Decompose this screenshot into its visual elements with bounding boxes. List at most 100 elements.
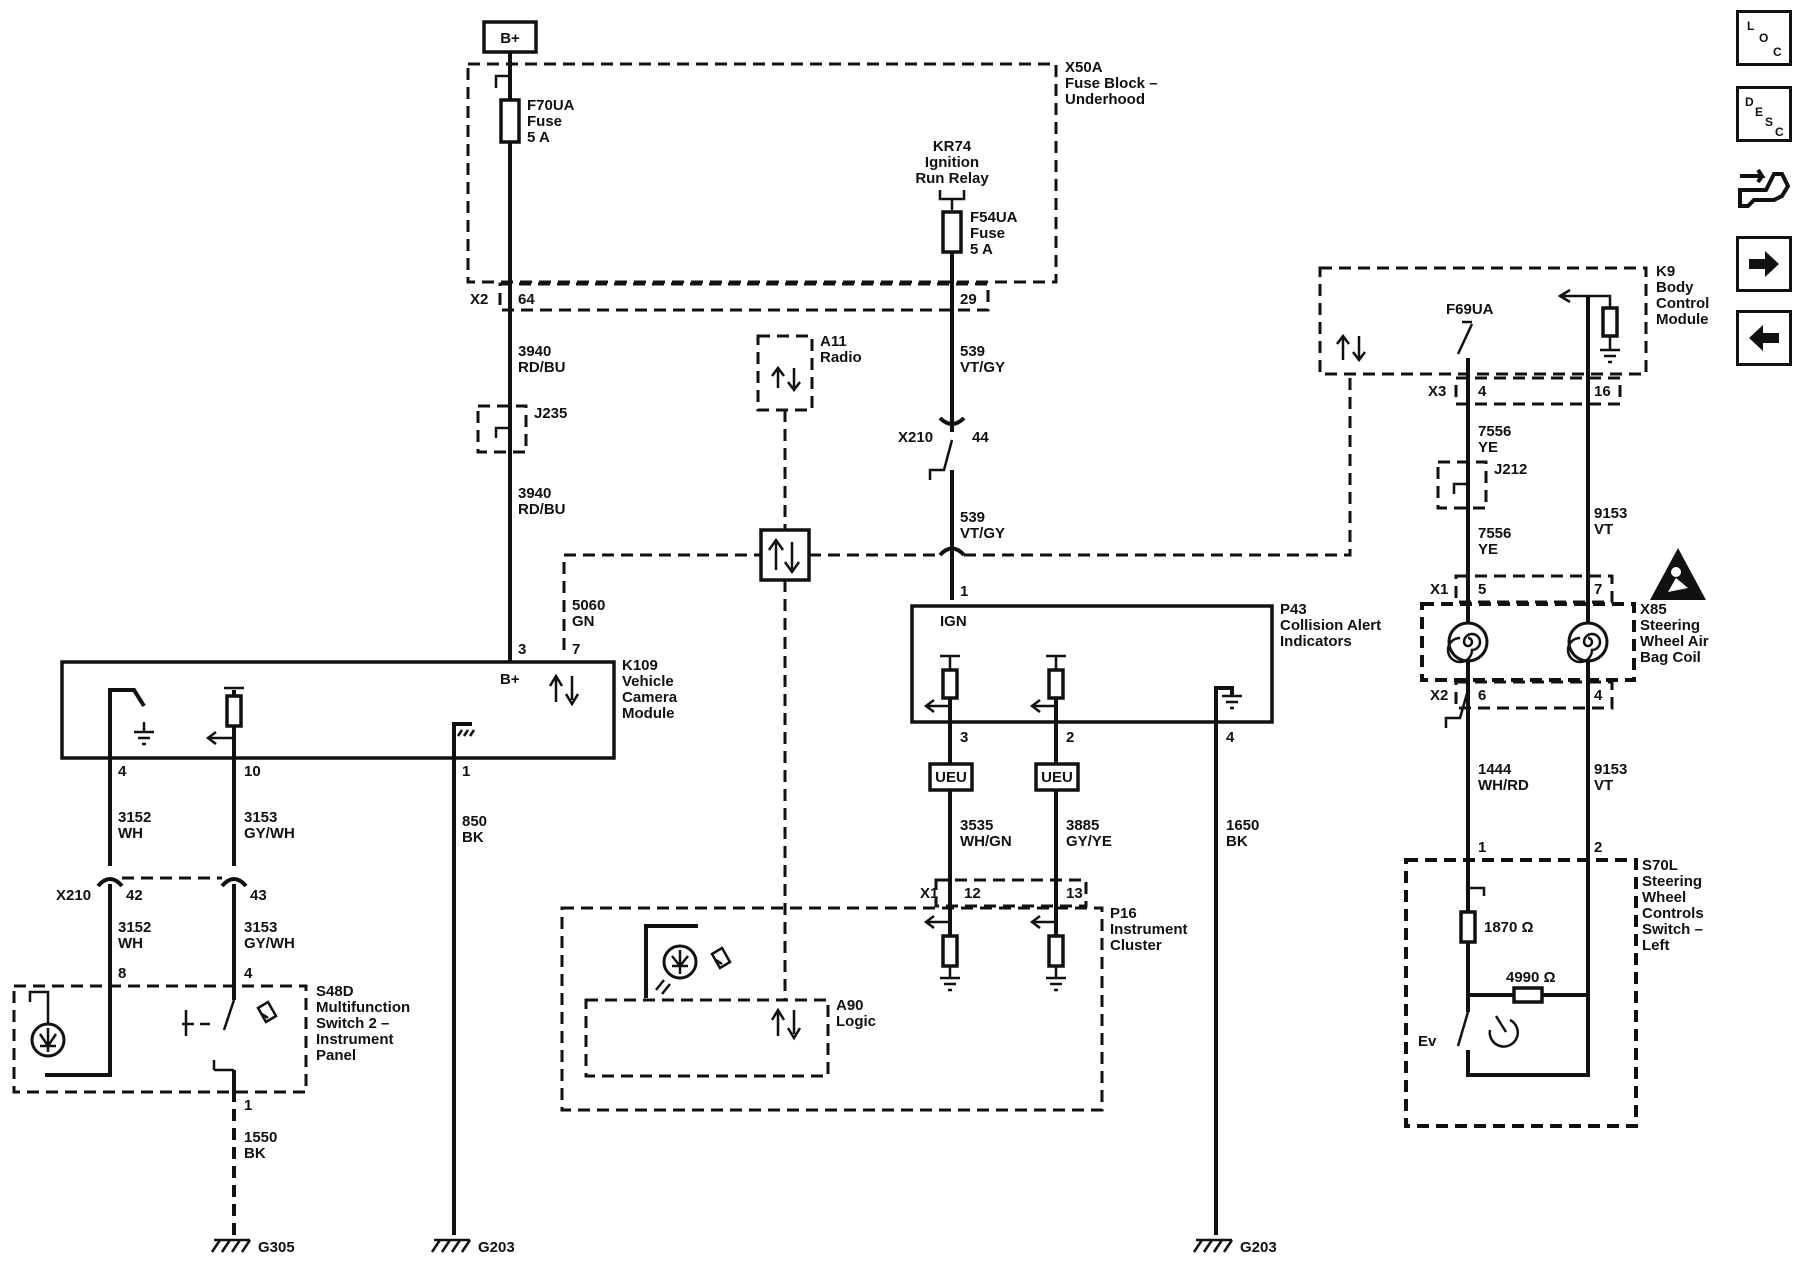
ueu-box-b xyxy=(1034,762,1080,792)
connector-view-button[interactable] xyxy=(1736,160,1792,216)
wire-9153b-num: 9153 xyxy=(1594,761,1627,778)
f54ua-label-2: Fuse xyxy=(970,225,1005,242)
connector-x2-strip xyxy=(498,282,990,312)
wire-7556a-color: YE xyxy=(1478,439,1498,456)
s70l-terminal xyxy=(1468,886,1486,896)
wire-7556b-num: 7556 xyxy=(1478,525,1511,542)
splice-j212-terminal xyxy=(1452,482,1468,494)
f69ua-label: F69UA xyxy=(1446,301,1494,318)
wire-539a-color: VT/GY xyxy=(960,359,1005,376)
x1-right-pin-b: 7 xyxy=(1594,581,1602,598)
airbag-warning-icon-body xyxy=(1668,578,1688,592)
p16-resistor-a xyxy=(941,934,959,968)
p16-ground-a xyxy=(940,966,960,992)
ground-g203a-label: G203 xyxy=(478,1239,515,1256)
wire-3885-color: GY/YE xyxy=(1066,833,1112,850)
k9-label-2: Body xyxy=(1656,279,1694,296)
x85-label: X85 xyxy=(1640,601,1667,618)
s70l-switch-lever xyxy=(1456,1011,1470,1047)
location-view-button[interactable]: L O C xyxy=(1736,10,1792,66)
s48d-camera-icon xyxy=(256,1000,278,1024)
previous-page-button[interactable] xyxy=(1736,310,1792,366)
x1-p16-pin-a: 12 xyxy=(964,885,981,902)
wire-3152a-num: 3152 xyxy=(118,809,151,826)
s48d-pin-b: 4 xyxy=(244,965,253,982)
module-s48d-box xyxy=(12,984,308,1094)
wire-539b-color: VT/GY xyxy=(960,525,1005,542)
x2-right-pin-b: 4 xyxy=(1594,687,1603,704)
wire-9153a-num: 9153 xyxy=(1594,505,1627,522)
wire-5060-num: 5060 xyxy=(572,597,605,614)
ground-g305-label: G305 xyxy=(258,1239,295,1256)
p16-ground-b xyxy=(1046,966,1066,992)
connector-x210-top-label: X210 xyxy=(898,429,933,446)
wire-crossover-539 xyxy=(938,546,966,557)
k109-bplus-label: B+ xyxy=(500,671,520,688)
clockspring-coil-a xyxy=(1446,621,1489,664)
wire-5060-color: GN xyxy=(572,613,595,630)
f70ua-label: F70UA xyxy=(527,97,575,114)
p16-input-arrow-b xyxy=(1029,915,1056,929)
p16-camera-icon xyxy=(710,946,732,970)
wire-9153a-color: VT xyxy=(1594,521,1613,538)
ueu-box-a xyxy=(928,762,974,792)
wire-3940b-color: RD/BU xyxy=(518,501,566,518)
x85-label-3: Wheel Air xyxy=(1640,633,1709,650)
ueu-label-b: UEU xyxy=(1041,769,1073,786)
connector-x2-right-strip xyxy=(1454,680,1614,710)
ground-g203b-symbol xyxy=(1192,1238,1234,1253)
s48d-label-2: Multifunction xyxy=(316,999,410,1016)
wire-3940a-color: RD/BU xyxy=(518,359,566,376)
k9-pullup xyxy=(1588,294,1612,308)
connector-x1-right-strip xyxy=(1454,574,1614,604)
f70ua-label-2: Fuse xyxy=(527,113,562,130)
wire-steering-loop xyxy=(1466,296,1590,1077)
wire-1650-num: 1650 xyxy=(1226,817,1259,834)
description-view-button[interactable]: D E S C xyxy=(1736,86,1792,142)
wire-7556b-color: YE xyxy=(1478,541,1498,558)
k109-pin-c: 1 xyxy=(462,763,470,780)
s48d-label-4: Instrument xyxy=(316,1031,394,1048)
wire-1444-color: WH/RD xyxy=(1478,777,1529,794)
wire-1650-color: BK xyxy=(1226,833,1248,850)
wire-3535-num: 3535 xyxy=(960,817,993,834)
arrow-right-icon xyxy=(1749,251,1779,277)
splice-j235-label: J235 xyxy=(534,405,567,422)
p16-label-2: Instrument xyxy=(1110,921,1188,938)
p16-lamp-circuit xyxy=(644,924,698,998)
a90-data-icon xyxy=(770,1007,802,1041)
k109-ground-symbol xyxy=(134,722,154,746)
connector-x2-right-label: X2 xyxy=(1430,687,1448,704)
x3-pin-a: 4 xyxy=(1478,383,1487,400)
wire-3153a-color: GY/WH xyxy=(244,825,295,842)
k9-label: K9 xyxy=(1656,263,1675,280)
connector-x3-strip xyxy=(1454,376,1622,406)
s70l-label-3: Wheel xyxy=(1642,889,1686,906)
wire-3940a-num: 3940 xyxy=(518,343,551,360)
ground-g203a-symbol xyxy=(430,1238,472,1253)
module-k109-box xyxy=(60,660,616,760)
connector-view-icon xyxy=(1738,168,1791,208)
k9-label-3: Control xyxy=(1656,295,1709,312)
terminal-f70ua xyxy=(494,74,510,88)
s70l-pin-b: 2 xyxy=(1594,839,1602,856)
k109-data-icon xyxy=(548,673,580,707)
loc-letter-c: C xyxy=(1773,45,1782,59)
desc-letter-e: E xyxy=(1755,105,1764,119)
next-page-button[interactable] xyxy=(1736,236,1792,292)
s48d-indicator-led xyxy=(28,990,66,1058)
s70l-label-6: Left xyxy=(1642,937,1670,954)
ground-g203b-label: G203 xyxy=(1240,1239,1277,1256)
wire-3152 xyxy=(45,758,112,1077)
k109-chassis-symbol xyxy=(456,729,476,737)
f54ua-label-3: 5 A xyxy=(970,241,993,258)
f70ua-label-3: 5 A xyxy=(527,129,550,146)
k9-input-arrow xyxy=(1557,288,1588,304)
s70l-label-2: Steering xyxy=(1642,873,1702,890)
a11-data-icon xyxy=(771,365,801,393)
resistor-1870-label: 1870 Ω xyxy=(1484,919,1534,936)
loc-letter-o: O xyxy=(1759,31,1769,45)
x85-label-4: Bag Coil xyxy=(1640,649,1701,666)
splice-j235-terminal xyxy=(494,426,510,438)
